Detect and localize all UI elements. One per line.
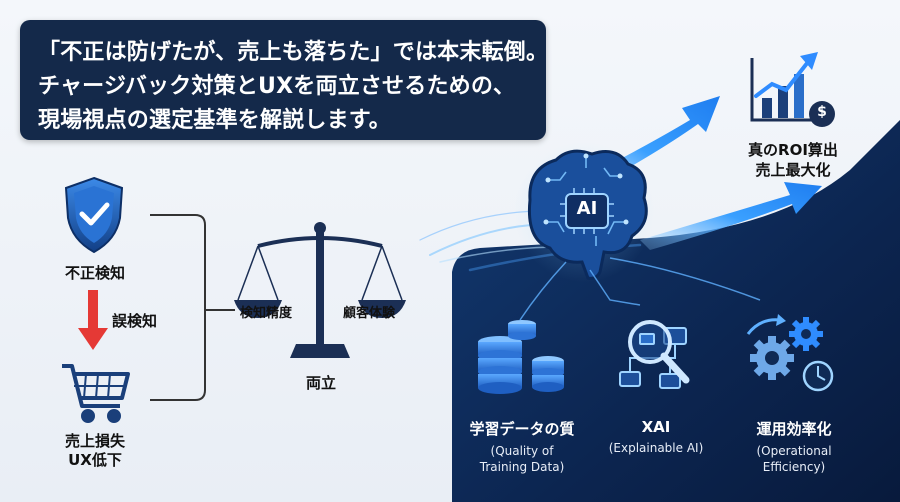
roi-chart-icon [750, 52, 835, 127]
false-positive-label: 誤検知 [112, 312, 158, 330]
shield-icon [64, 176, 124, 254]
detection-accuracy-label: 検知精度 [240, 306, 293, 321]
customer-experience-label: 顧客体験 [343, 306, 396, 321]
pillar-operational-efficiency: 運用効率化 (Operational Efficiency) [734, 418, 854, 475]
pillar-sub-2: Training Data) [479, 460, 565, 474]
circuit-lines [519, 257, 761, 321]
bracket-connector [150, 214, 235, 401]
roi-label: 真のROI算出 売上最大化 [738, 140, 848, 180]
pillar-sub-1: (Operational [756, 444, 832, 458]
ux-decline-text: UX低下 [68, 451, 122, 469]
pillar-title: XAI [641, 418, 671, 436]
database-icon [478, 320, 564, 394]
pillar-sub-1: (Quality of [490, 444, 554, 458]
header-banner: 「不正は防げたが、売上も落ちた」では本末転倒。 チャージバック対策とUXを両立さ… [20, 20, 549, 140]
magnifier-flowchart-icon [619, 320, 690, 389]
dark-panel [452, 120, 900, 502]
ai-brain-icon [514, 142, 654, 282]
cart-icon [62, 364, 130, 423]
balance-caption: 両立 [305, 374, 336, 392]
pillar-training-data: 学習データの質 (Quality of Training Data) [462, 418, 582, 475]
growth-arrow-lower [640, 182, 822, 250]
sales-loss-text: 売上損失 [64, 432, 125, 450]
banner-line-1: 「不正は防げたが、売上も落ちた」では本末転倒。 [38, 40, 549, 65]
pillar-title: 運用効率化 [756, 420, 832, 438]
balance-scale-icon [234, 222, 406, 358]
fraud-detection-label: 不正検知 [64, 264, 125, 282]
roi-line-1: 真のROI算出 [748, 141, 838, 159]
banner-line-2: チャージバック対策とUXを両立させるための、 [38, 74, 516, 99]
banner-line-3: 現場視点の選定基準を解説します。 [38, 108, 392, 133]
down-arrow-icon [78, 290, 108, 350]
ai-badge: AI [576, 198, 598, 219]
gears-clock-icon [746, 314, 834, 392]
pillar-sub-1: (Explainable AI) [608, 441, 704, 455]
dollar-icon: $ [817, 104, 827, 120]
pillar-sub-2: Efficiency) [762, 460, 826, 474]
loss-label: 売上損失 UX低下 [40, 432, 150, 470]
pillar-title: 学習データの質 [469, 420, 575, 438]
roi-line-2: 売上最大化 [755, 161, 831, 179]
pillar-xai: XAI (Explainable AI) [596, 418, 716, 456]
